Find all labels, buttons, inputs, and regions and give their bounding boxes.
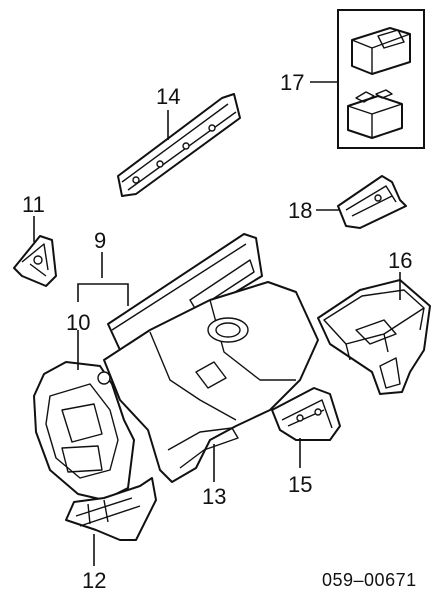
callout-18: 18 bbox=[288, 198, 312, 223]
callout-15: 15 bbox=[288, 472, 312, 497]
part-15-bracket bbox=[271, 387, 341, 441]
callout-13: 13 bbox=[202, 484, 226, 509]
part-14-rail bbox=[117, 93, 241, 197]
part-18-bracket bbox=[337, 175, 407, 229]
part-17-relay-box bbox=[337, 9, 425, 149]
callout-11: 11 bbox=[22, 192, 45, 217]
part-12-lower-bracket bbox=[65, 477, 157, 541]
callout-12: 12 bbox=[82, 568, 106, 593]
diagram-code: 059–00671 bbox=[322, 570, 417, 590]
part-10-side-panel bbox=[33, 361, 135, 501]
callout-14: 14 bbox=[156, 84, 180, 109]
leader-lines bbox=[33, 81, 401, 566]
callout-9: 9 bbox=[94, 228, 106, 253]
main-apron-assembly bbox=[103, 281, 319, 483]
part-16-battery-tray bbox=[317, 279, 431, 395]
part-11-bracket bbox=[13, 235, 57, 287]
callout-16: 16 bbox=[388, 248, 412, 273]
callout-10: 10 bbox=[66, 310, 90, 335]
callout-17: 17 bbox=[280, 70, 304, 95]
